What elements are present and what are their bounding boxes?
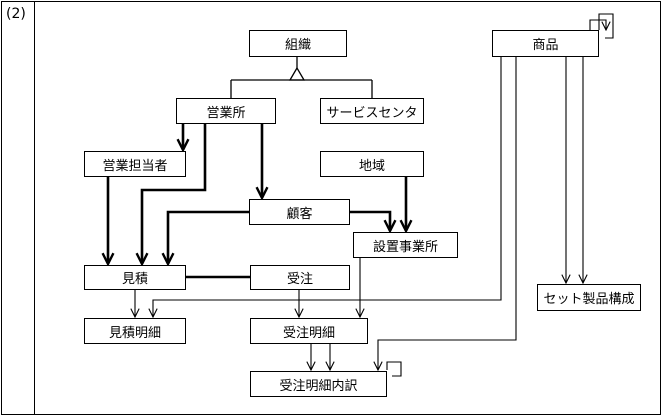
rel-eigyosho-mitsumori bbox=[142, 124, 207, 264]
entity-eigyo-tantosha: 営業担当者 bbox=[84, 151, 186, 177]
entity-juchu: 受注 bbox=[250, 265, 350, 290]
question-label: (2) bbox=[6, 6, 26, 22]
rel-shohin-mitsumorimeisai bbox=[153, 57, 502, 317]
entity-juchu-meisai-uchiwake: 受注明細内訳 bbox=[250, 371, 387, 397]
entity-setchi-jigyosho: 設置事業所 bbox=[353, 232, 458, 258]
reference-relationships bbox=[135, 13, 614, 377]
entity-soshiki: 組織 bbox=[249, 30, 347, 57]
entity-eigyosho: 営業所 bbox=[176, 98, 276, 124]
rel-kokyaku-setchi bbox=[350, 210, 390, 231]
entity-shohin: 商品 bbox=[492, 30, 599, 57]
entity-mitsumori: 見積 bbox=[84, 265, 186, 290]
entity-service-center: サービスセンタ bbox=[320, 98, 424, 124]
rel-shohin-self bbox=[598, 13, 614, 39]
rel-kokyaku-mitsumori bbox=[168, 210, 249, 264]
entity-kokyaku: 顧客 bbox=[249, 199, 350, 225]
rel-shohin-uchiwake bbox=[378, 57, 517, 370]
entity-juchu-meisai: 受注明細 bbox=[250, 318, 368, 344]
frame-divider bbox=[34, 1, 35, 415]
entity-set-seihin-kosei: セット製品構成 bbox=[537, 284, 641, 311]
entity-mitsumori-meisai: 見積明細 bbox=[84, 318, 186, 344]
entity-chiiki: 地域 bbox=[320, 151, 424, 177]
identifying-relationships bbox=[108, 124, 406, 279]
rel-uchiwake-self bbox=[386, 361, 402, 377]
subtype-relation bbox=[230, 57, 373, 98]
